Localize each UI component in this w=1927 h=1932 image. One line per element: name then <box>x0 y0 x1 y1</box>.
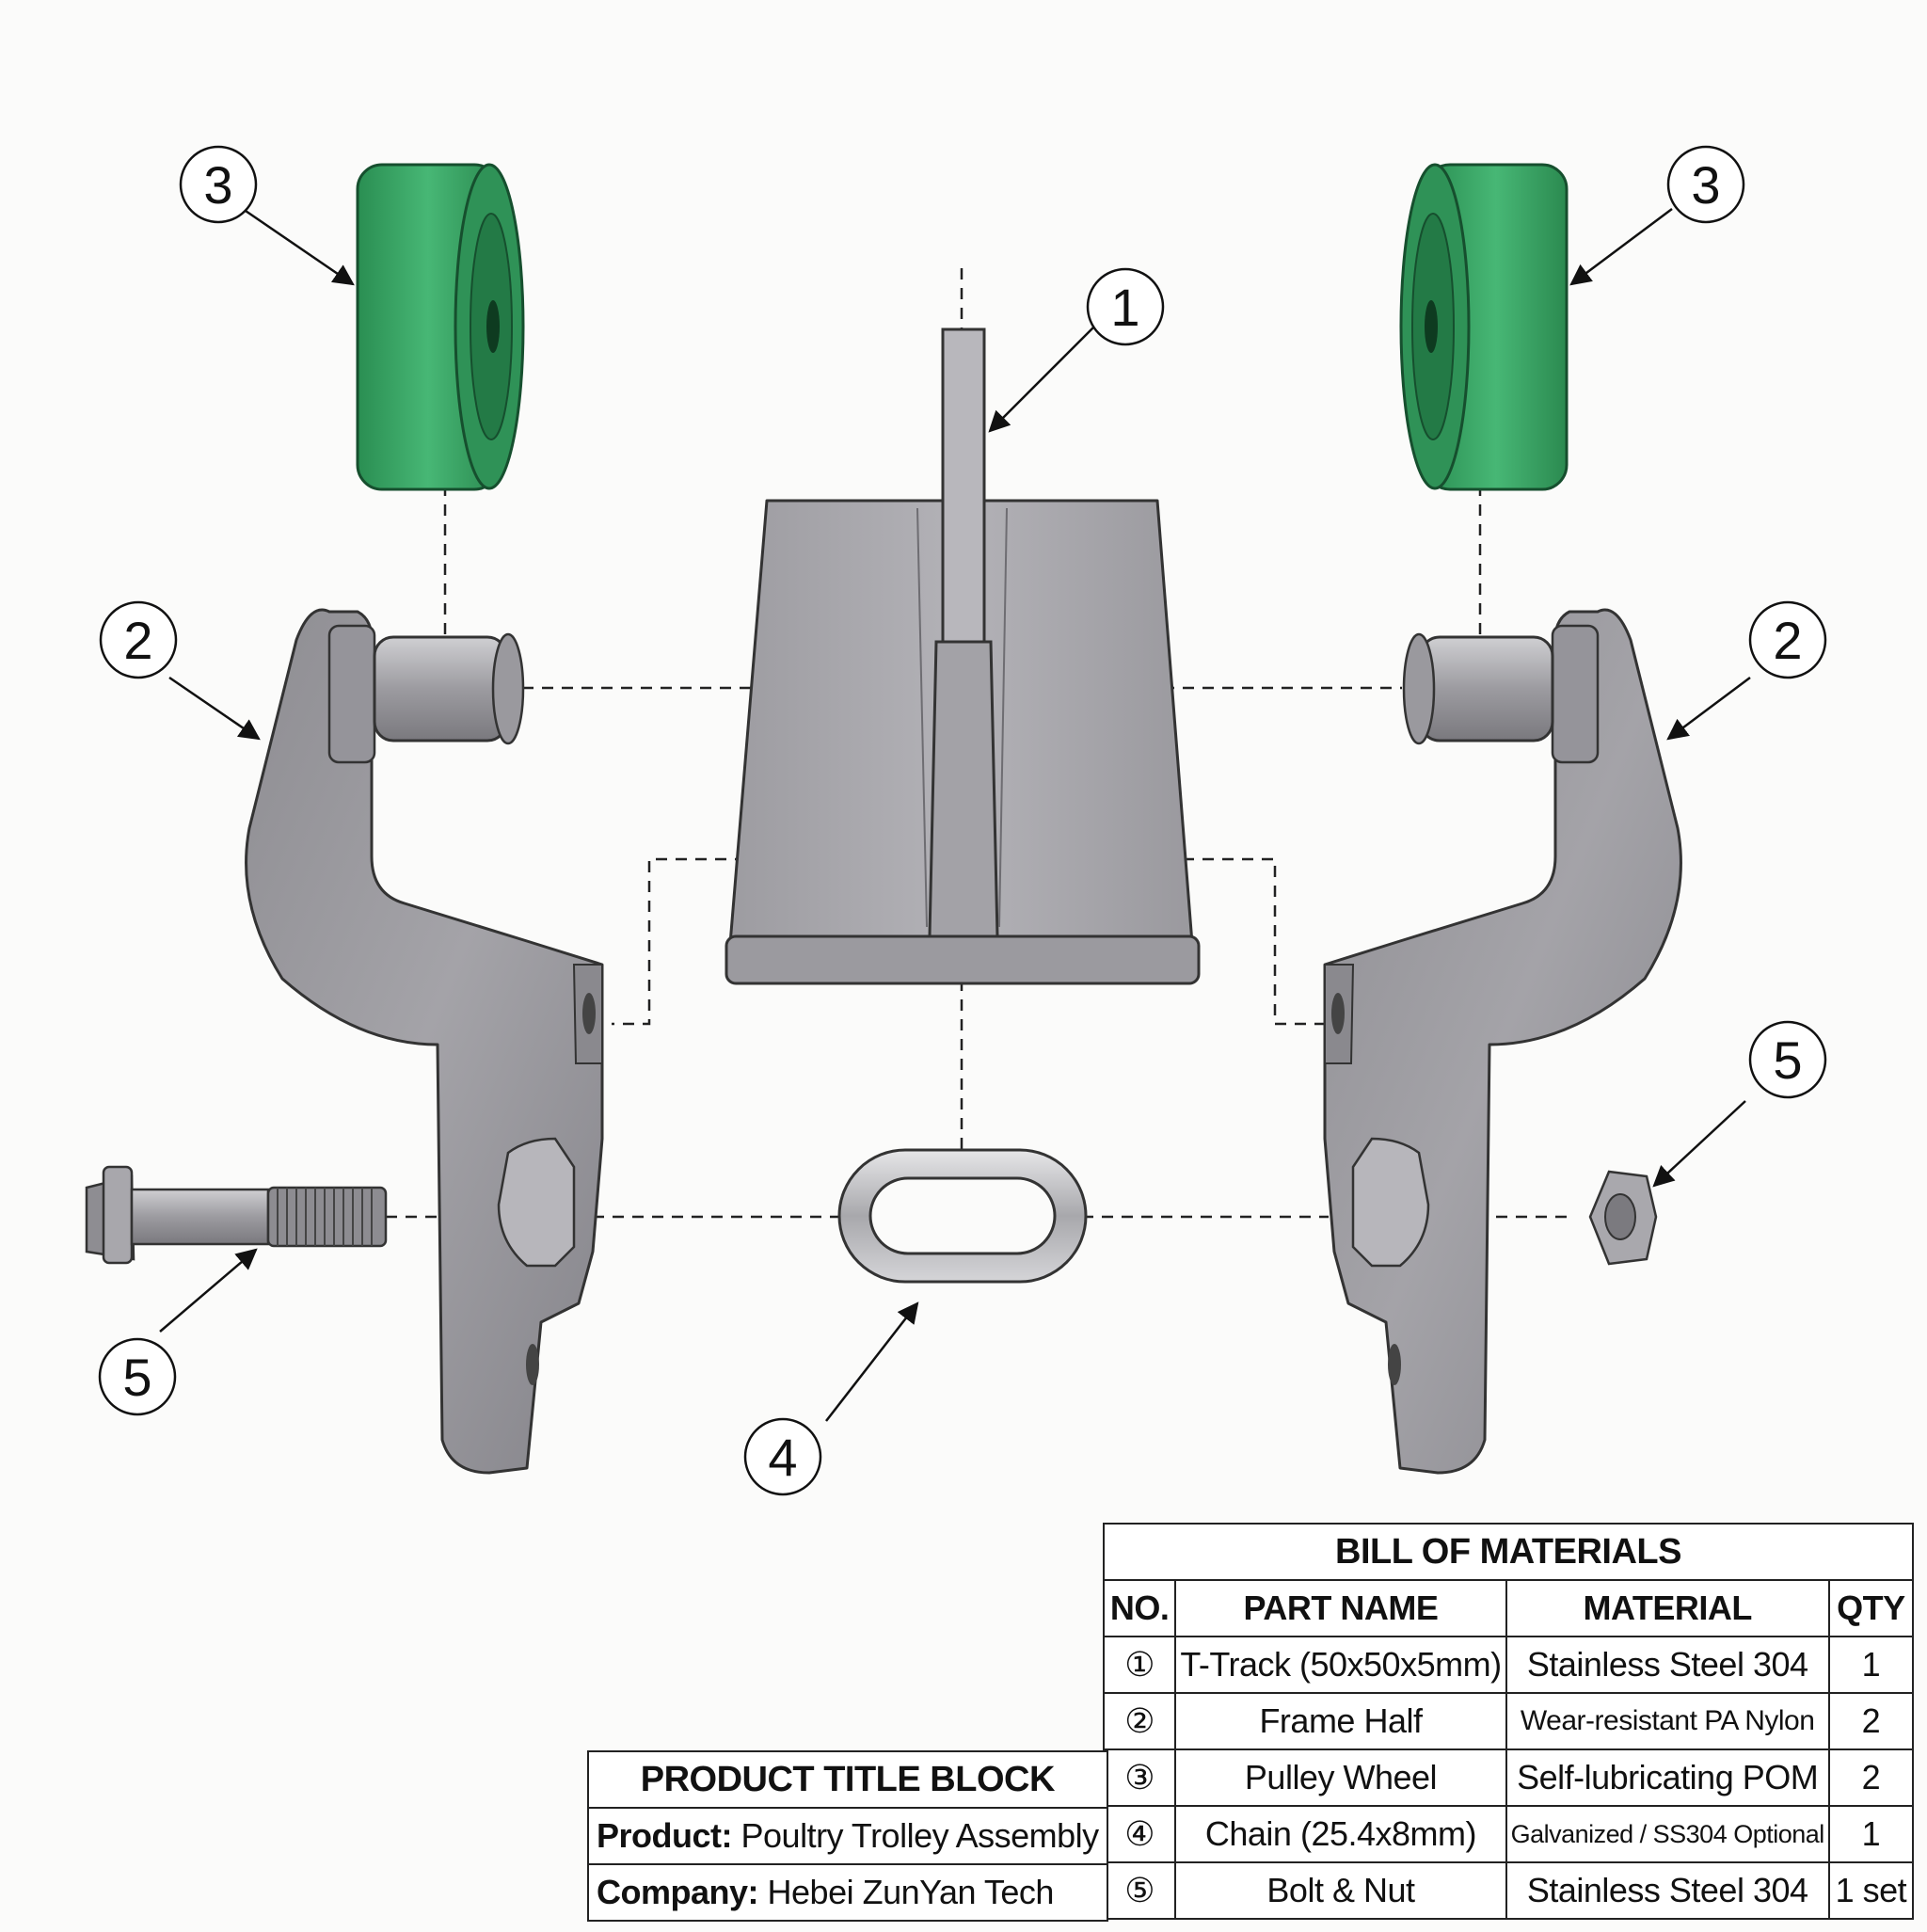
bom-row: ④ Chain (25.4x8mm) Galvanized / SS304 Op… <box>1102 1805 1915 1863</box>
callout-2-left-number: 2 <box>123 611 152 670</box>
bom-cell-qty: 1 <box>1827 1636 1915 1694</box>
pulley-wheel-left <box>356 163 525 491</box>
callout-3-left-number: 3 <box>203 155 232 215</box>
bom-cell-no: ① <box>1102 1636 1177 1694</box>
bom-cell-material: Stainless Steel 304 <box>1505 1861 1830 1920</box>
bom-title: BILL OF MATERIALS <box>1103 1523 1914 1581</box>
bom-cell-no: ③ <box>1102 1748 1177 1807</box>
bolt-part <box>85 1165 388 1265</box>
bom-cell-material: Self-lubricating POM <box>1505 1748 1830 1807</box>
bom-row: ② Frame Half Wear-resistant PA Nylon 2 <box>1102 1692 1915 1750</box>
callout-3-right-number: 3 <box>1691 155 1720 215</box>
callout-2-right-number: 2 <box>1773 611 1802 670</box>
product-label: Product: <box>597 1816 733 1855</box>
frame-half-left <box>245 608 604 1475</box>
product-title-block: PRODUCT TITLE BLOCK Product: Poultry Tro… <box>587 1750 1108 1922</box>
callout-4: 4 <box>743 1417 822 1496</box>
bom-cell-part-name: T-Track (50x50x5mm) <box>1174 1636 1507 1694</box>
company-label: Company: <box>597 1873 759 1911</box>
bom-cell-no: ⑤ <box>1102 1861 1177 1920</box>
bom-cell-qty: 2 <box>1827 1748 1915 1807</box>
bom-cell-qty: 1 set <box>1827 1861 1915 1920</box>
callout-5-left-number: 5 <box>122 1348 151 1407</box>
callout-5-left: 5 <box>98 1337 177 1416</box>
bom-cell-no: ④ <box>1102 1805 1177 1863</box>
bom-cell-part-name: Frame Half <box>1174 1692 1507 1750</box>
bom-cell-part-name: Pulley Wheel <box>1174 1748 1507 1807</box>
bom-header-no: NO. <box>1102 1579 1177 1637</box>
t-track-part <box>725 327 1201 985</box>
chain-link-part <box>837 1148 1088 1284</box>
title-block-product-row: Product: Poultry Trolley Assembly <box>587 1807 1108 1865</box>
bom-cell-no: ② <box>1102 1692 1177 1750</box>
bom-row: ③ Pulley Wheel Self-lubricating POM 2 <box>1102 1748 1915 1807</box>
callout-1-number: 1 <box>1110 278 1139 337</box>
bom-cell-qty: 1 <box>1827 1805 1915 1863</box>
callout-4-number: 4 <box>768 1428 797 1487</box>
product-value: Poultry Trolley Assembly <box>741 1816 1100 1855</box>
bom-header-part-name: PART NAME <box>1174 1579 1507 1637</box>
leader-lines <box>159 207 1751 1422</box>
bill-of-materials-table: BILL OF MATERIALS NO. PART NAME MATERIAL… <box>1102 1523 1915 1920</box>
company-value: Hebei ZunYan Tech <box>767 1873 1055 1911</box>
bom-cell-qty: 2 <box>1827 1692 1915 1750</box>
bom-header-material: MATERIAL <box>1505 1579 1830 1637</box>
title-block-header-row: PRODUCT TITLE BLOCK <box>587 1750 1108 1809</box>
callout-2-left: 2 <box>99 600 178 679</box>
bom-cell-material: Wear-resistant PA Nylon <box>1505 1692 1830 1750</box>
bom-cell-part-name: Bolt & Nut <box>1174 1861 1507 1920</box>
title-block-title: PRODUCT TITLE BLOCK <box>587 1750 1108 1809</box>
title-block-company-row: Company: Hebei ZunYan Tech <box>587 1863 1108 1922</box>
callout-2-right: 2 <box>1748 600 1827 679</box>
callout-3-left: 3 <box>179 145 258 224</box>
callout-5-right: 5 <box>1748 1020 1827 1099</box>
bom-row: ① T-Track (50x50x5mm) Stainless Steel 30… <box>1102 1636 1915 1694</box>
bom-cell-material: Stainless Steel 304 <box>1505 1636 1830 1694</box>
callout-5-right-number: 5 <box>1773 1030 1802 1090</box>
callout-3-right: 3 <box>1666 145 1745 224</box>
bom-title-row: BILL OF MATERIALS <box>1103 1523 1914 1581</box>
callout-1: 1 <box>1086 267 1165 346</box>
bom-cell-part-name: Chain (25.4x8mm) <box>1174 1805 1507 1863</box>
frame-half-right <box>1323 608 1682 1475</box>
nut-part <box>1588 1170 1658 1266</box>
pulley-wheel-right <box>1399 163 1569 491</box>
bom-row: ⑤ Bolt & Nut Stainless Steel 304 1 set <box>1102 1861 1915 1920</box>
bom-header-row: NO. PART NAME MATERIAL QTY <box>1102 1579 1915 1637</box>
bom-cell-material: Galvanized / SS304 Optional <box>1505 1805 1830 1863</box>
bom-header-qty: QTY <box>1827 1579 1915 1637</box>
